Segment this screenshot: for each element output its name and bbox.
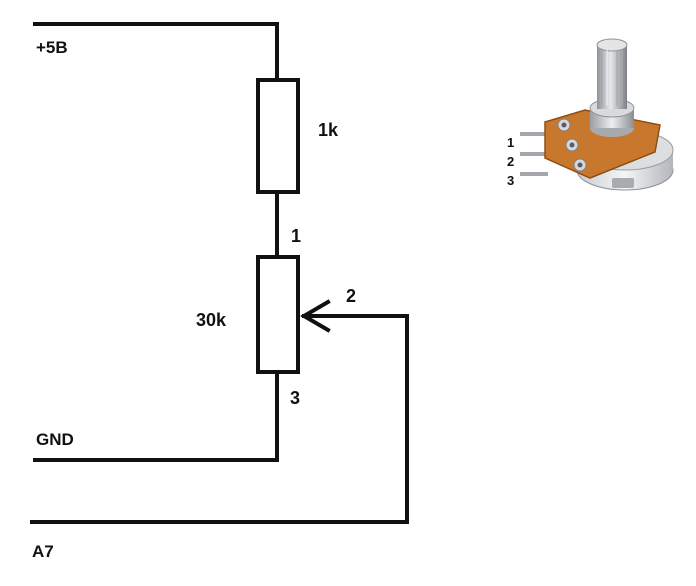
photo-pin3-label: 3: [507, 173, 514, 188]
ground-label: GND: [36, 430, 74, 449]
pin3-label: 3: [290, 388, 300, 408]
potentiometer-30k: [256, 255, 300, 374]
wiper-wire: [30, 314, 409, 524]
resistor-1k: [256, 78, 300, 194]
wiper-arrow: [300, 299, 331, 333]
ground-wire: [33, 370, 279, 462]
photo-pin2-label: 2: [507, 154, 514, 169]
output-label: A7: [32, 542, 54, 561]
pot-label: 30k: [196, 310, 227, 330]
pin2-label: 2: [346, 286, 356, 306]
pin1-label: 1: [291, 226, 301, 246]
supply-wire: [33, 22, 279, 82]
resistor-label: 1k: [318, 120, 339, 140]
supply-label: +5B: [36, 38, 68, 57]
potentiometer-photo: 1 2 3: [501, 33, 684, 203]
photo-pin1-label: 1: [507, 135, 514, 150]
photo-pins: [520, 132, 548, 176]
